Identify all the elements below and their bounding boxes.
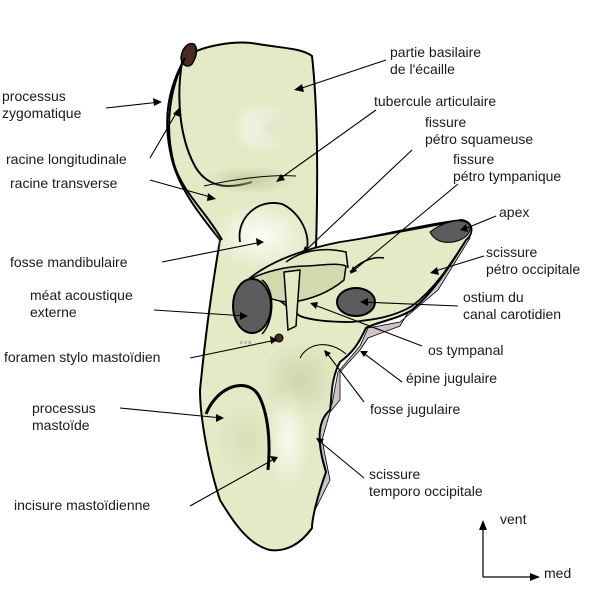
- label-incisure-mastoidienne: incisure mastoïdienne: [14, 497, 151, 513]
- arrowheads: [153, 84, 468, 463]
- label-racine-longitudinale: racine longitudinale: [6, 151, 127, 167]
- label-epine-jugulaire: épine jugulaire: [406, 370, 498, 386]
- orientation-axes: [482, 524, 536, 578]
- jugular-fossa: [299, 344, 347, 359]
- apex-dark: [429, 220, 471, 243]
- leader-lines: [105, 59, 497, 507]
- label-fosse-jugulaire: fosse jugulaire: [370, 401, 461, 417]
- zygomatic-process: [179, 62, 312, 187]
- mastoid-process: [204, 383, 271, 471]
- mandibular-fossa: [238, 202, 309, 253]
- orientation-arrowheads: [479, 520, 540, 581]
- label-orientation-med: med: [544, 565, 572, 581]
- label-os-tympanal: os tympanal: [428, 342, 504, 358]
- label-fosse-mandibulaire: fosse mandibulaire: [10, 254, 128, 270]
- label-tubercule-articulaire: tubercule articulaire: [374, 93, 497, 109]
- svg-text:e o p: e o p: [240, 340, 251, 346]
- label-foramen-stylo-mastoidien: foramen stylo mastoïdien: [4, 349, 161, 365]
- styloid-process: [283, 269, 301, 332]
- label-racine-transverse: racine transverse: [10, 175, 118, 191]
- racine-transverse-line: [203, 175, 297, 187]
- label-apex: apex: [499, 204, 530, 220]
- label-orientation-vent: vent: [500, 511, 527, 527]
- external-acoustic-meatus: [232, 278, 272, 334]
